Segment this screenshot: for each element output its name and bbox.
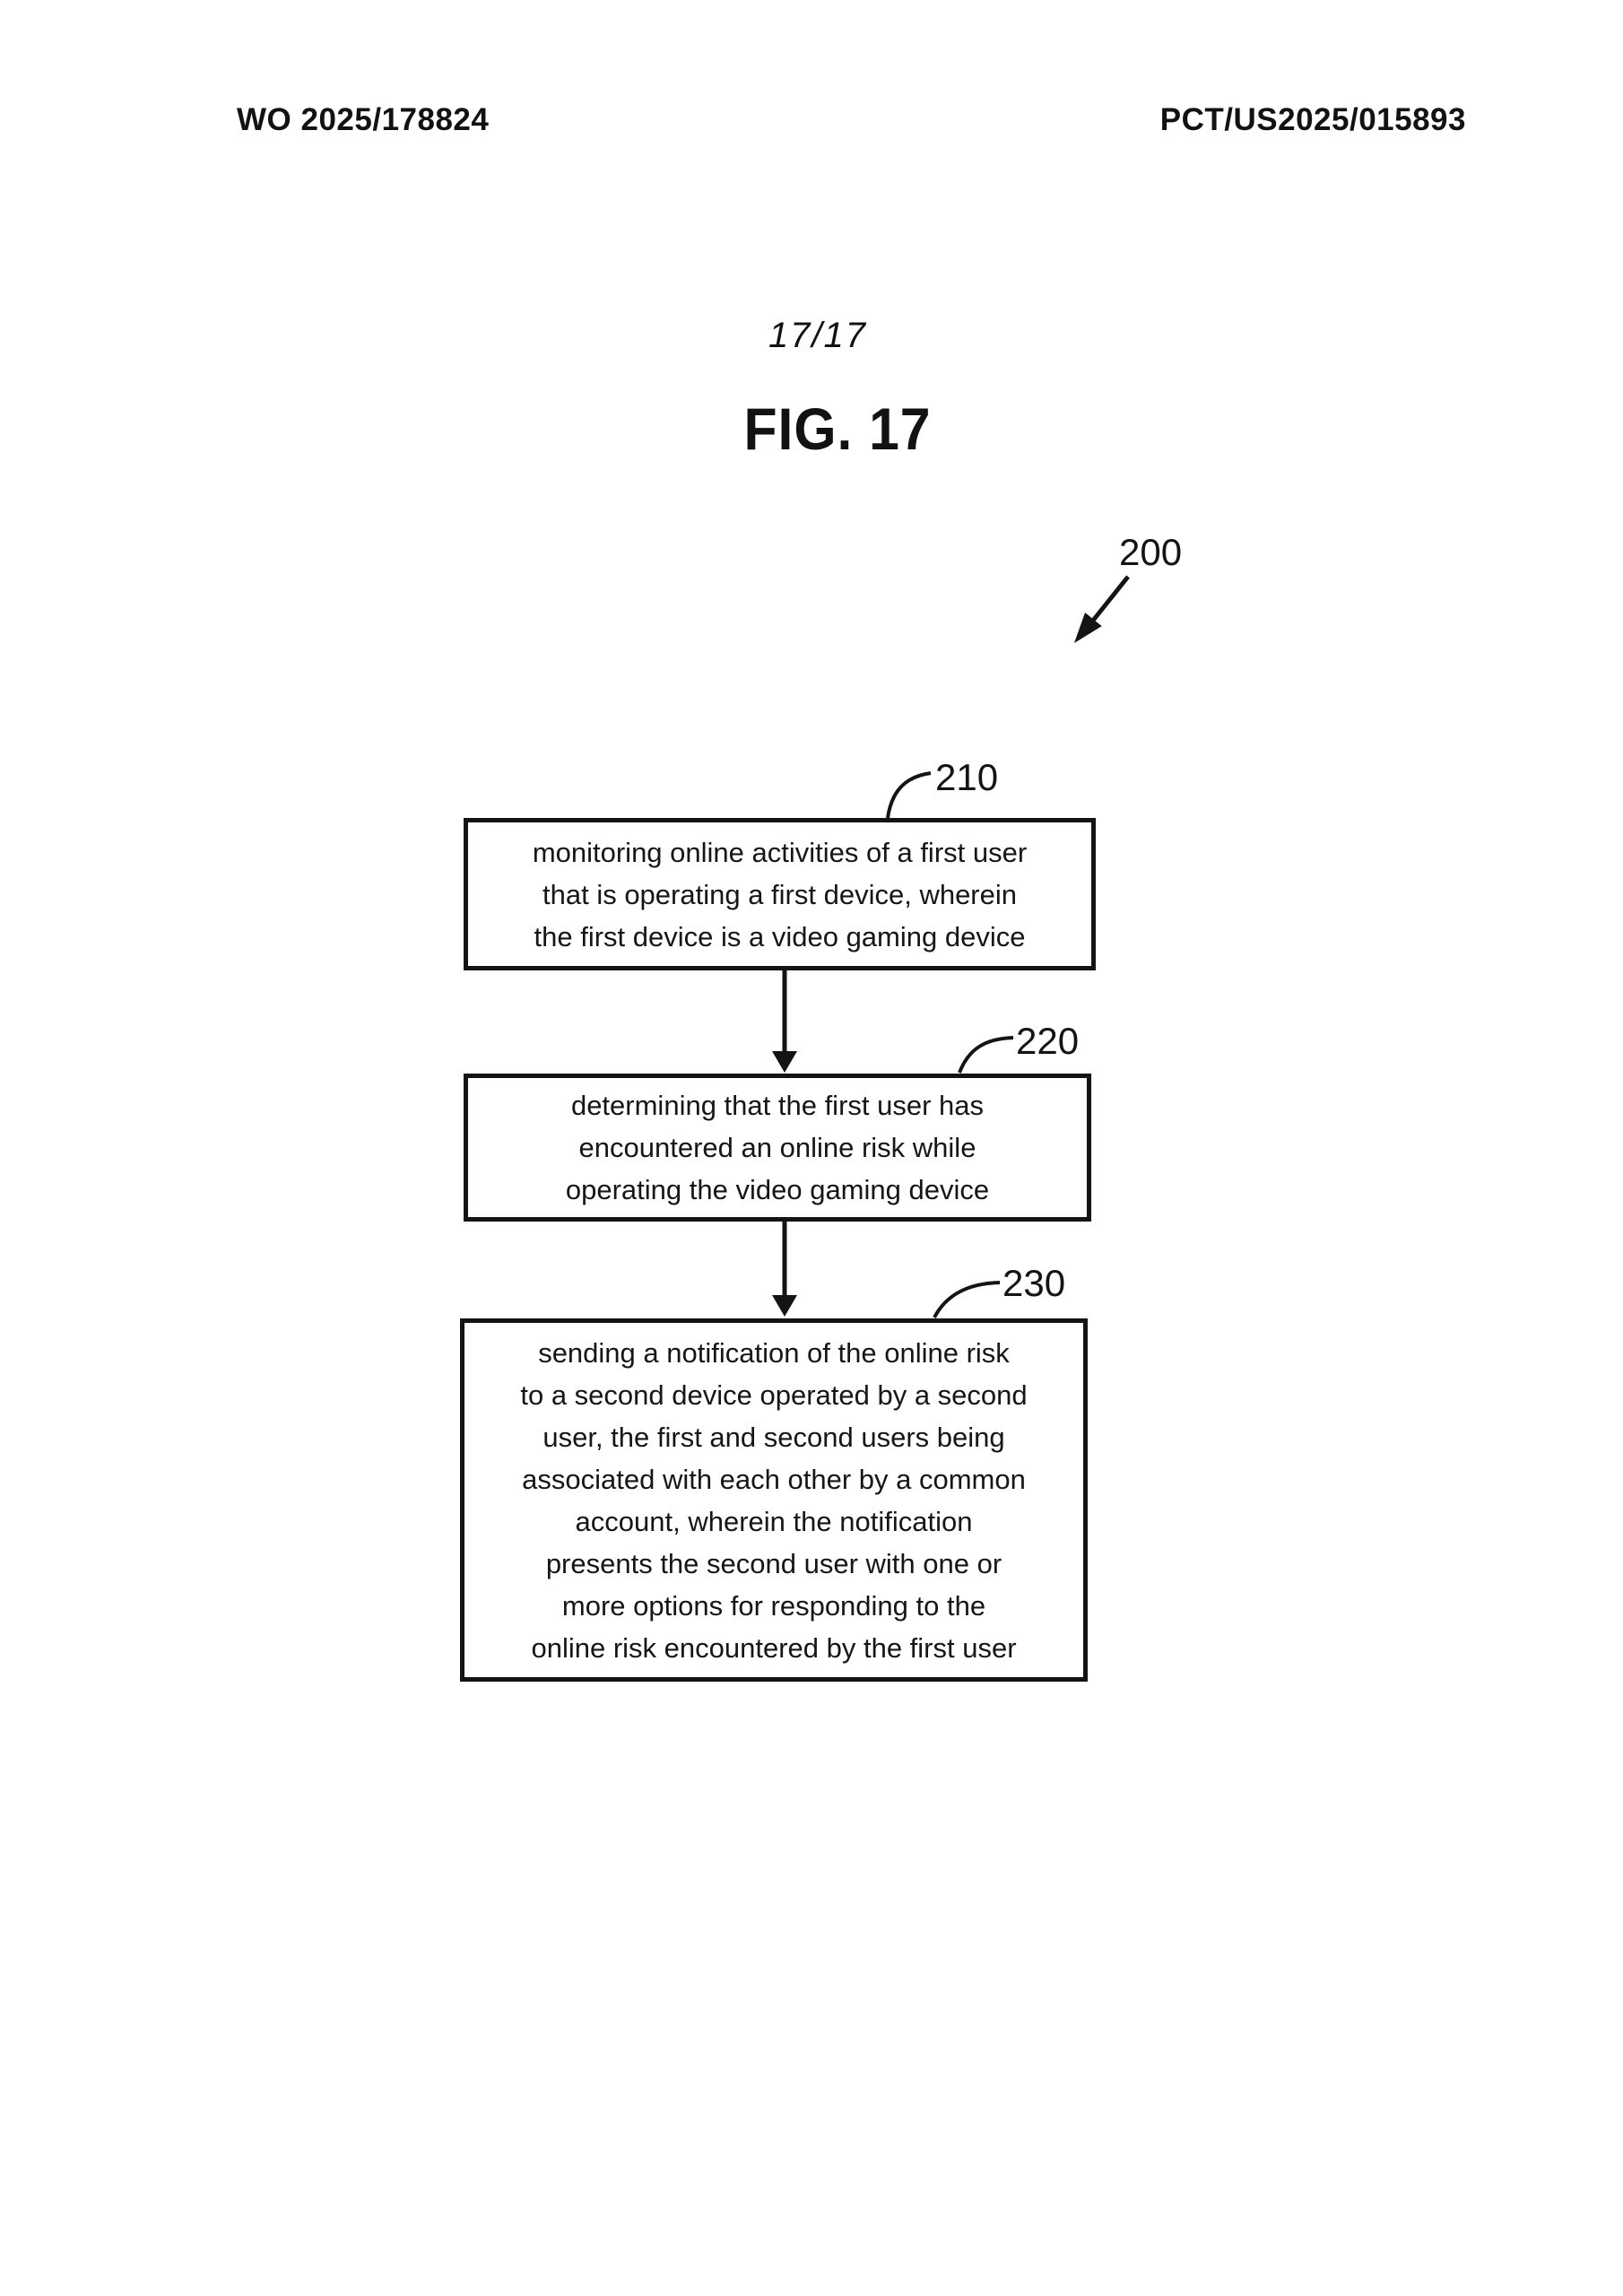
leader-line-210 — [886, 771, 932, 819]
step-230-text: sending a notification of the online ris… — [520, 1336, 1028, 1664]
step-reference-label-230: 230 — [1002, 1262, 1066, 1304]
sheet-number: 17/17 — [768, 316, 868, 355]
application-number: PCT/US2025/015893 — [1159, 102, 1466, 137]
flowchart-step-box-230: sending a notification of the online ris… — [460, 1318, 1088, 1682]
figure-title: FIG. 17 — [743, 396, 932, 462]
leader-line-220 — [958, 1036, 1014, 1074]
step-220-text: determining that the first user has enco… — [565, 1090, 990, 1205]
flow-arrow-210-220 — [772, 970, 797, 1073]
flowchart-step-box-220: determining that the first user has enco… — [464, 1074, 1091, 1222]
leader-line-230 — [933, 1281, 1001, 1318]
publication-number: WO 2025/178824 — [237, 102, 490, 137]
figure-reference-arrow — [1074, 575, 1130, 643]
step-reference-label-210: 210 — [935, 756, 999, 798]
step-reference-label-220: 220 — [1016, 1020, 1080, 1062]
flowchart-step-box-210: monitoring online activities of a first … — [464, 818, 1096, 970]
flow-arrow-220-230 — [772, 1222, 797, 1317]
figure-reference-label-200: 200 — [1119, 531, 1183, 573]
step-210-text: monitoring online activities of a first … — [532, 836, 1028, 952]
